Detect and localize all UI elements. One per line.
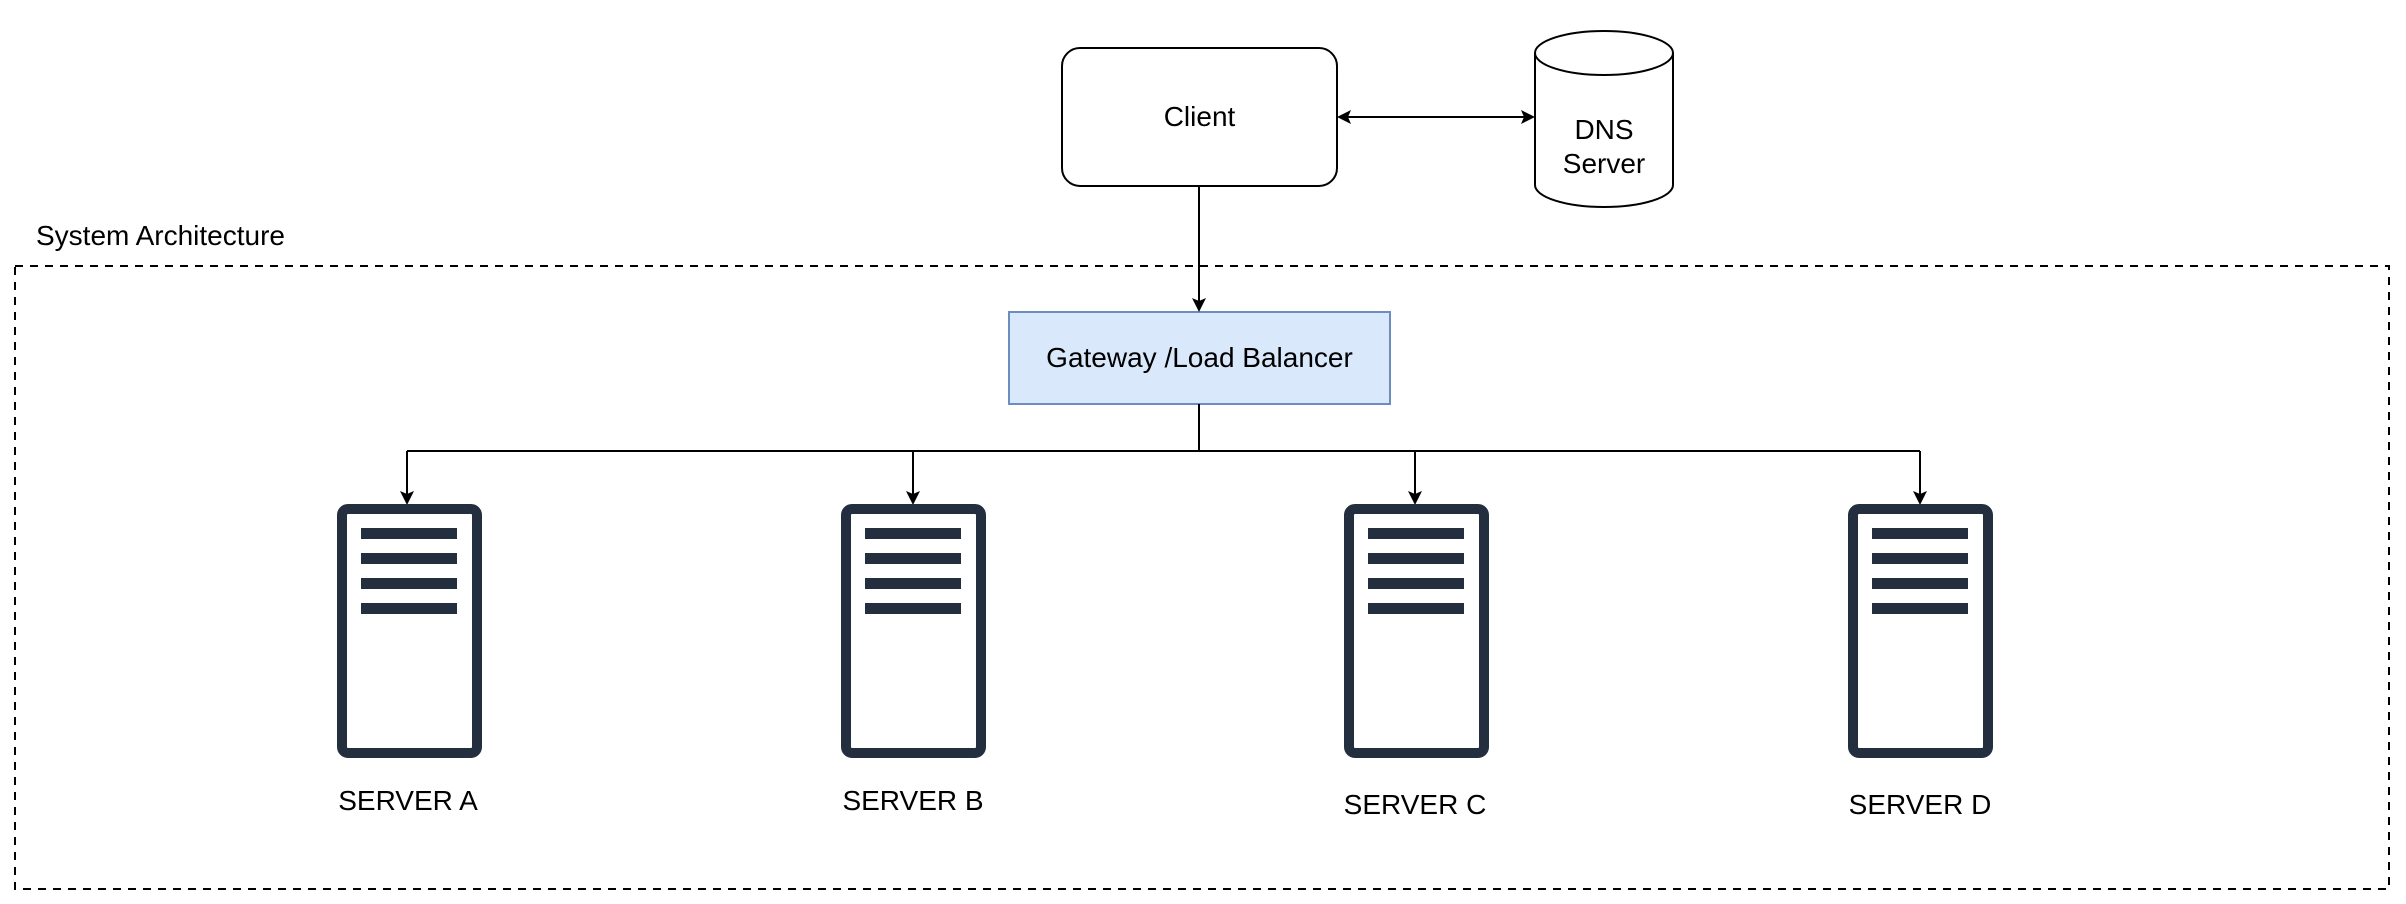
system-architecture-boundary — [14, 265, 2390, 890]
server-a-node[interactable] — [337, 504, 482, 758]
server-a-label: SERVER A — [338, 785, 478, 816]
gateway-load-balancer-label: Gateway /Load Balancer — [1046, 342, 1353, 373]
server-b-label: SERVER B — [842, 785, 984, 816]
server-rack-icon — [841, 504, 986, 758]
server-d-node[interactable] — [1848, 504, 1993, 758]
server-b-node[interactable] — [841, 504, 986, 758]
server-d-label: SERVER D — [1848, 789, 1992, 820]
dns-server-node[interactable] — [1534, 30, 1674, 208]
system-architecture-title: System Architecture — [36, 220, 285, 251]
server-c-label: SERVER C — [1343, 789, 1487, 820]
dns-server-label: DNS Server — [1562, 114, 1646, 179]
client-label: Client — [1163, 101, 1236, 132]
server-c-node[interactable] — [1344, 504, 1489, 758]
server-rack-icon — [337, 504, 482, 758]
server-rack-icon — [1344, 504, 1489, 758]
server-rack-icon — [1848, 504, 1993, 758]
